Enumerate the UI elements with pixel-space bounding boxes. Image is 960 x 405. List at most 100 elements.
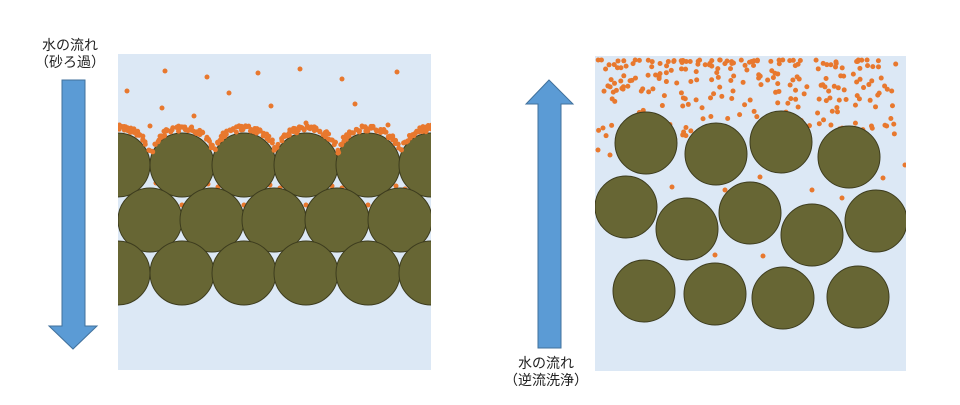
particle: [867, 97, 873, 103]
particle: [336, 150, 342, 156]
particle: [758, 82, 764, 88]
water-flow-label-filtration: 水の流れ （砂ろ過）: [30, 38, 110, 72]
particle: [728, 66, 734, 72]
particle: [693, 69, 699, 75]
particle: [884, 86, 890, 92]
particle: [279, 138, 285, 144]
particle: [607, 152, 613, 158]
particle: [717, 57, 723, 63]
particle: [751, 63, 757, 69]
particle: [854, 93, 860, 99]
particle: [226, 90, 232, 96]
particle: [615, 58, 621, 64]
particle: [813, 57, 819, 63]
sand-grain: [844, 189, 906, 253]
particle: [623, 63, 629, 69]
particle: [823, 98, 829, 104]
particle: [695, 58, 701, 64]
particle: [823, 76, 829, 82]
particle: [385, 122, 391, 128]
particle: [268, 103, 274, 109]
particle: [754, 58, 760, 64]
particle: [765, 77, 771, 83]
sand-grain: [780, 203, 844, 267]
particle: [596, 127, 602, 133]
particle: [595, 57, 601, 63]
particle: [859, 57, 865, 63]
particle: [383, 129, 389, 135]
particle: [794, 74, 800, 80]
particle: [831, 83, 837, 89]
particle: [816, 96, 822, 102]
particle: [356, 128, 362, 134]
down-arrow-icon: [47, 79, 99, 350]
particle: [744, 67, 750, 73]
particle: [274, 145, 280, 151]
particle: [857, 76, 863, 82]
particle: [788, 96, 794, 102]
particle: [694, 77, 700, 83]
particle: [775, 81, 781, 87]
particle: [742, 102, 748, 108]
particle: [147, 123, 153, 129]
particle: [834, 109, 840, 115]
particle: [687, 59, 693, 65]
sand-grain: [211, 240, 277, 306]
particle: [683, 124, 689, 130]
particle: [818, 82, 824, 88]
particle: [656, 76, 662, 82]
particle: [728, 78, 734, 84]
particle: [237, 124, 243, 130]
particle: [649, 59, 655, 65]
particle: [770, 75, 776, 81]
filtration-panel: [118, 54, 431, 370]
particle: [385, 134, 391, 140]
particle: [865, 63, 871, 69]
particle: [787, 58, 793, 64]
particle: [738, 57, 744, 63]
sand-grain: [684, 122, 748, 186]
particle: [839, 65, 845, 71]
particle: [124, 88, 130, 94]
particle: [835, 85, 841, 91]
particle: [828, 122, 834, 128]
particle: [776, 61, 782, 67]
particle: [608, 77, 614, 83]
particle: [653, 72, 659, 78]
backwash-panel: [595, 56, 906, 371]
particle: [612, 80, 618, 86]
particle: [747, 97, 753, 103]
particle: [760, 253, 766, 259]
particle: [700, 116, 706, 122]
sand-grain: [749, 110, 813, 174]
particle: [313, 125, 319, 131]
particle: [217, 137, 223, 143]
particle: [880, 175, 886, 181]
particle: [664, 63, 670, 69]
particle: [603, 66, 609, 72]
particle: [638, 88, 644, 94]
particle: [878, 75, 884, 81]
sand-grain: [149, 240, 215, 306]
particle: [740, 79, 746, 85]
particle: [870, 64, 876, 70]
particle: [815, 66, 821, 72]
particle: [680, 103, 686, 109]
particle: [730, 88, 736, 94]
particle: [149, 148, 155, 154]
particle: [682, 96, 688, 102]
particle: [715, 66, 721, 72]
particle: [884, 123, 890, 129]
particle: [836, 97, 842, 103]
particle: [833, 64, 839, 70]
particle: [869, 78, 875, 84]
particle: [255, 70, 261, 76]
particle: [875, 92, 881, 98]
particle: [671, 58, 677, 64]
particle: [693, 97, 699, 103]
particle: [661, 93, 667, 99]
label-title: 水の流れ: [518, 356, 574, 372]
up-arrow-icon: [524, 79, 575, 349]
particle: [204, 74, 210, 80]
particle: [428, 122, 431, 128]
